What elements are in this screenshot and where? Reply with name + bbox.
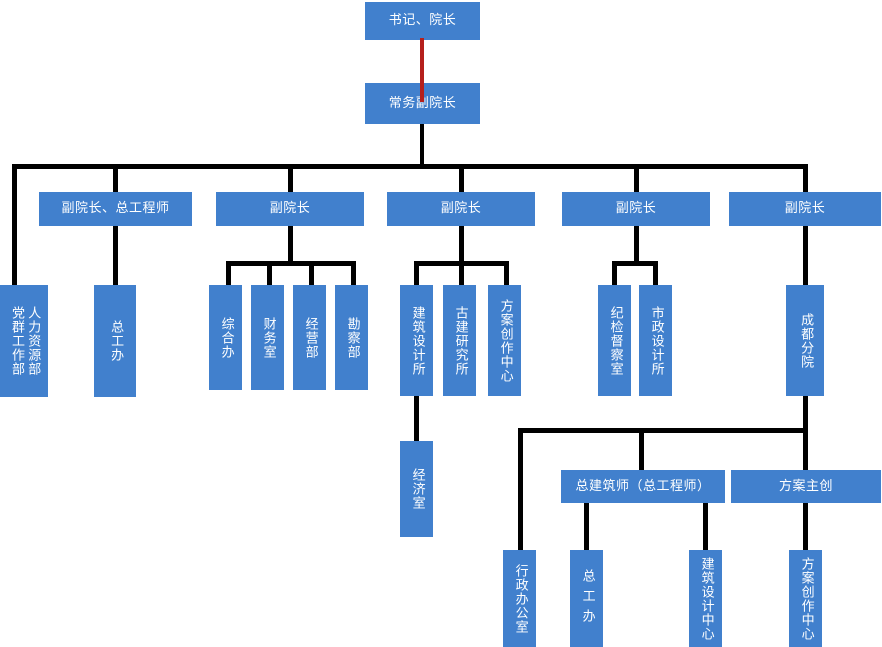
connector-chengdu-branch-down (803, 396, 808, 432)
connector-bus-to-left-branch (12, 164, 17, 295)
connector-vp-2-child-2 (267, 261, 272, 285)
node-vp-3[interactable]: 副院长 (387, 192, 535, 226)
connector-vp-5-down (803, 225, 808, 285)
node-vp-2[interactable]: 副院长 (216, 192, 364, 226)
node-general-office[interactable]: 综合办 (209, 285, 242, 390)
node-scheme-creation-center[interactable]: 方案创作中心 (488, 285, 521, 396)
connector-vp-4-down (634, 225, 639, 263)
node-chief-architect[interactable]: 总建筑师（总工程师） (561, 470, 725, 503)
node-chengdu-branch[interactable]: 成都分院 (786, 285, 824, 396)
node-secretary-president[interactable]: 书记、院长 (365, 2, 480, 40)
connector-vp-3-child-2 (459, 261, 464, 285)
node-vp-chief-engineer[interactable]: 副院长、总工程师 (39, 192, 192, 226)
connector-vp-3-down (459, 225, 464, 263)
connector-exec-vp-down (420, 124, 424, 166)
connector-vp-2-child-3 (309, 261, 314, 285)
node-hr-and-party-work-dept[interactable]: 人力资源部 党群工作部 (0, 285, 48, 397)
node-executive-vice-president[interactable]: 常务副院长 (365, 83, 480, 124)
connector-sub-bus-to-chief-architect (639, 428, 644, 470)
node-ancient-architecture-institute[interactable]: 古建研究所 (443, 285, 476, 396)
node-chief-engineer-office[interactable]: 总工办 (94, 285, 136, 397)
connector-bus-to-vp-5 (803, 164, 808, 192)
node-survey-dept[interactable]: 勘察部 (335, 285, 368, 390)
connector-sub-bus-to-scheme-lead (803, 428, 808, 470)
node-discipline-inspection-office[interactable]: 纪检督察室 (598, 285, 631, 396)
connector-chengdu-sub-bus (518, 428, 808, 433)
node-municipal-design-institute[interactable]: 市政设计所 (639, 285, 672, 396)
connector-secretary-to-exec-vp (420, 38, 424, 102)
node-branch-architectural-design-center[interactable]: 建筑设计中心 (689, 550, 722, 647)
connector-bus-to-vp-4 (634, 164, 639, 192)
node-vp-5[interactable]: 副院长 (729, 192, 881, 226)
node-scheme-lead[interactable]: 方案主创 (731, 470, 881, 503)
node-vp-4[interactable]: 副院长 (562, 192, 710, 226)
node-branch-scheme-creation-center[interactable]: 方案创作中心 (789, 550, 822, 647)
connector-vp-2-child-4 (351, 261, 356, 285)
node-branch-chief-engineer-office[interactable]: 总工办 (570, 550, 603, 647)
connector-vp-chief-engineer-down (113, 225, 118, 285)
connector-chief-architect-to-design-center (703, 503, 708, 550)
connector-bus-to-vp-chief-engineer (113, 164, 118, 192)
connector-bus-to-vp-2 (288, 164, 293, 192)
connector-vp-4-child-2 (653, 261, 658, 285)
connector-vp-4-child-1 (612, 261, 617, 285)
connector-vp-3-child-3 (504, 261, 509, 285)
node-admin-office[interactable]: 行政办公室 (503, 550, 536, 647)
connector-bus-to-vp-3 (459, 164, 464, 192)
node-architectural-design-institute[interactable]: 建筑设计所 (400, 285, 433, 396)
connector-adi-to-economics-office (414, 396, 419, 442)
connector-vp-2-child-1 (226, 261, 231, 285)
connector-vp-2-down (288, 225, 293, 263)
connector-vp-2-bar (226, 261, 356, 266)
connector-scheme-lead-to-creation-center (803, 503, 808, 550)
node-operations-dept[interactable]: 经营部 (293, 285, 326, 390)
connector-sub-bus-to-admin-office (518, 428, 523, 550)
node-economics-office[interactable]: 经济室 (400, 441, 433, 537)
connector-chief-architect-to-chief-eng-office (584, 503, 589, 550)
connector-main-bus (12, 164, 808, 169)
node-finance-office[interactable]: 财务室 (251, 285, 284, 390)
connector-vp-3-child-1 (414, 261, 419, 285)
connector-vp-4-bar (612, 261, 658, 266)
